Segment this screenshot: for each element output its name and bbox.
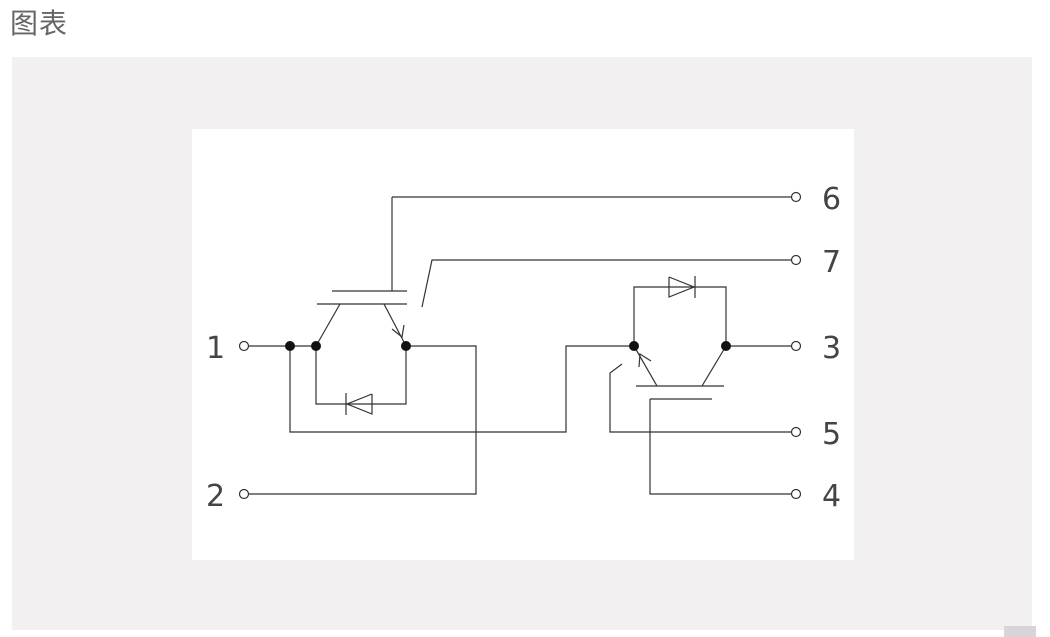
wire-terminal-7: [421, 259, 792, 308]
wire-terminal-4: [649, 399, 792, 495]
terminal-2-pin: [238, 488, 250, 500]
wire-node-a-to-node-d: [289, 345, 634, 433]
left-igbt-collector: [315, 303, 341, 347]
terminal-4-pin: [790, 488, 802, 500]
right-diode-triangle: [668, 276, 696, 298]
right-igbt-emitter-arrow: [638, 352, 652, 368]
left-diode-loop: [315, 346, 407, 405]
terminal-label-1: 1: [206, 331, 225, 366]
left-diode-triangle: [345, 393, 373, 415]
circuit-diagram: 1 2 6 7 3 5 4: [192, 129, 854, 560]
terminal-label-5: 5: [822, 417, 841, 452]
wire-node-c-to-terminal-2: [248, 345, 477, 495]
right-igbt-collector: [701, 345, 727, 387]
terminal-7-pin: [790, 254, 802, 266]
terminal-3-pin: [790, 340, 802, 352]
terminal-5-pin: [790, 426, 802, 438]
right-igbt-emitter: [633, 345, 658, 387]
junction-dot-b: [311, 341, 321, 351]
junction-dot-c: [401, 341, 411, 351]
terminal-label-7: 7: [822, 245, 841, 280]
wire-terminal-5: [609, 363, 792, 433]
terminal-label-2: 2: [206, 479, 225, 514]
junction-dot-e: [721, 341, 731, 351]
junction-dot-d: [629, 341, 639, 351]
left-igbt-emitter: [383, 303, 407, 347]
scrollbar-thumb[interactable]: [1004, 626, 1036, 637]
terminal-label-4: 4: [822, 479, 841, 514]
terminal-6-pin: [790, 191, 802, 203]
right-diode-loop: [633, 286, 727, 346]
junction-dot-a: [285, 341, 295, 351]
circuit-schematic-svg: 1 2 6 7 3 5 4: [206, 182, 841, 514]
terminal-label-6: 6: [822, 182, 841, 217]
page-title: 图表: [10, 7, 69, 40]
terminal-label-3: 3: [822, 331, 841, 366]
terminal-1-pin: [238, 340, 250, 352]
left-igbt-emitter-arrow: [391, 324, 405, 339]
